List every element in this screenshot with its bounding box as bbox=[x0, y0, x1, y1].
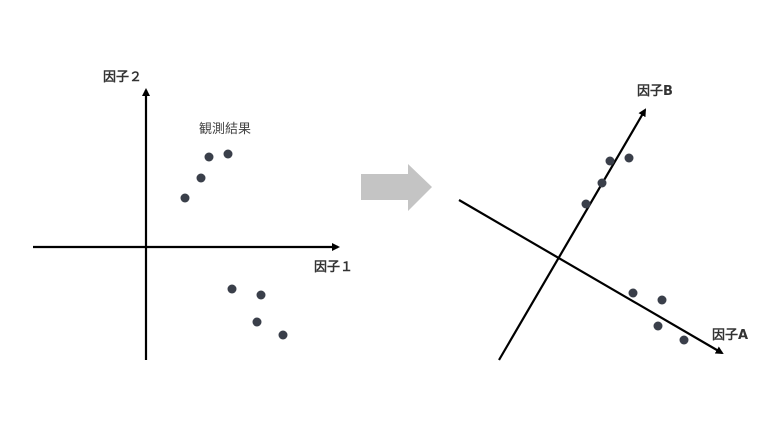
data-point bbox=[252, 317, 262, 327]
data-point bbox=[624, 153, 634, 163]
data-point bbox=[196, 173, 206, 183]
factor-1-label: 因子１ bbox=[314, 260, 353, 275]
data-point bbox=[256, 290, 266, 300]
data-point bbox=[653, 321, 663, 331]
data-point bbox=[581, 199, 591, 209]
factor-a-axis bbox=[458, 199, 724, 355]
right-plot: 因子B 因子A bbox=[458, 84, 748, 361]
data-point bbox=[223, 149, 233, 159]
data-point bbox=[605, 156, 615, 166]
factor-a-label: 因子A bbox=[712, 328, 748, 343]
data-point bbox=[679, 335, 689, 345]
data-point bbox=[227, 284, 237, 294]
observation-points bbox=[180, 149, 288, 340]
factor-b-label: 因子B bbox=[637, 84, 673, 99]
data-point bbox=[204, 152, 214, 162]
transform-arrow-icon bbox=[361, 164, 432, 211]
observation-label: 観測結果 bbox=[199, 122, 251, 137]
left-plot: 因子２ 因子１ 観測結果 bbox=[33, 70, 353, 360]
rotated-points bbox=[581, 153, 689, 345]
data-point bbox=[657, 295, 667, 305]
factor-2-label: 因子２ bbox=[103, 70, 142, 85]
data-point bbox=[628, 288, 638, 298]
data-point bbox=[597, 178, 607, 188]
data-point bbox=[278, 330, 288, 340]
factor-b-axis bbox=[498, 108, 647, 361]
data-point bbox=[180, 193, 190, 203]
